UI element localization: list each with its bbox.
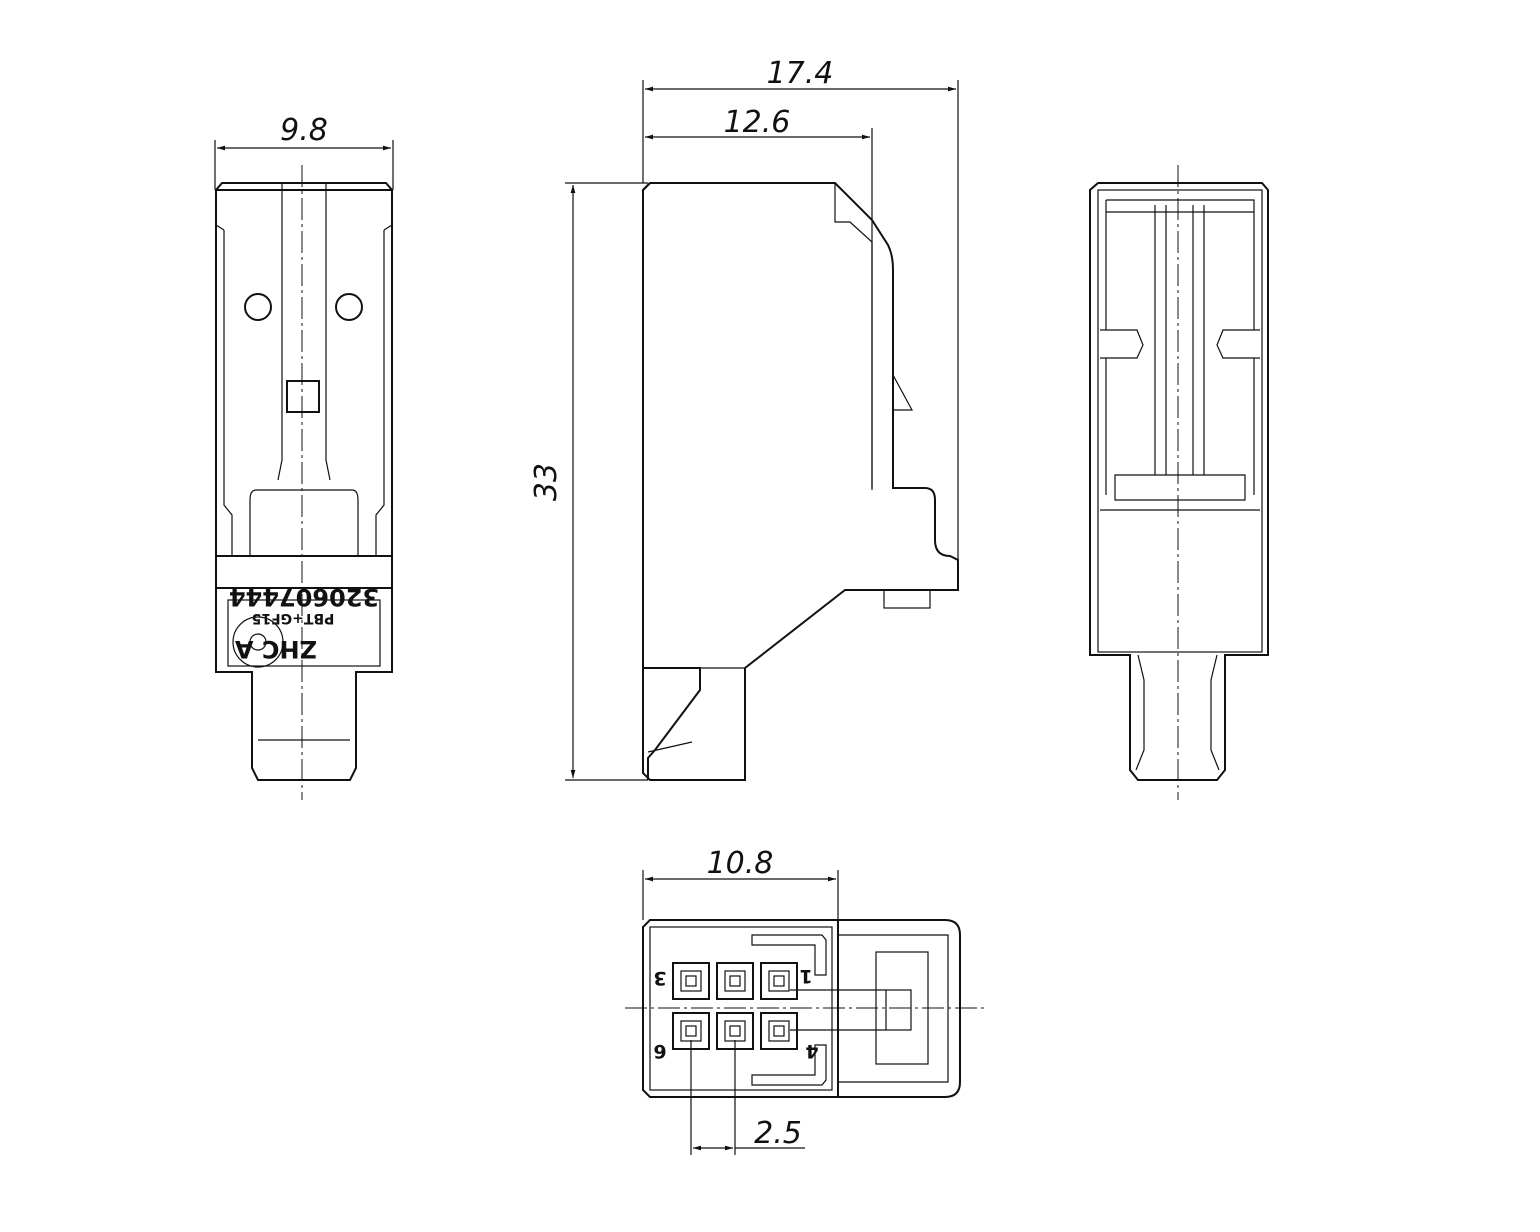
mating-face-view: 10.8	[625, 846, 985, 1155]
locating-hole-right	[335, 293, 363, 321]
dimension-width-front: 9.8	[214, 113, 394, 190]
side-peg	[883, 589, 931, 609]
dim-label-12-6: 12.6	[724, 105, 791, 140]
dimension-width-face: 10.8	[642, 846, 839, 920]
pin-label-3: 3	[653, 967, 666, 989]
dimension-pitch: 2.5	[690, 1040, 805, 1155]
side-view: 17.4 12.6 33	[529, 56, 959, 781]
dimension-body-width-side: 12.6	[645, 105, 873, 490]
maker-marking: ZHC A	[235, 635, 317, 663]
side-body-outline	[642, 182, 959, 781]
front-view: 9.8 320607444 PBT+GF15 ZHC A	[214, 113, 394, 800]
pin-label-1: 1	[799, 965, 812, 987]
dim-label-9-8: 9.8	[280, 113, 328, 148]
face-outline	[642, 919, 961, 1098]
marking-text-group: 320607444 PBT+GF15 ZHC A	[229, 583, 379, 663]
dim-label-2-5: 2.5	[754, 1116, 802, 1151]
dimension-height: 33	[529, 182, 648, 781]
part-number-marking: 320607444	[229, 583, 379, 611]
dim-label-17-4: 17.4	[767, 56, 834, 91]
dim-label-10-8: 10.8	[707, 846, 774, 881]
date-code-wheel-icon	[232, 616, 284, 668]
pin-label-6: 6	[653, 1040, 666, 1062]
latch-window	[286, 380, 320, 413]
locating-hole-left	[244, 293, 272, 321]
rear-body-outline	[1089, 182, 1269, 781]
cavity-row-top	[672, 962, 798, 1000]
marking-plate	[227, 599, 381, 667]
front-body-outline	[215, 182, 393, 781]
rear-view	[1089, 165, 1269, 800]
pin-label-4: 4	[805, 1040, 818, 1062]
dim-label-33: 33	[529, 463, 564, 501]
dimension-total-width-side: 17.4	[642, 56, 959, 590]
